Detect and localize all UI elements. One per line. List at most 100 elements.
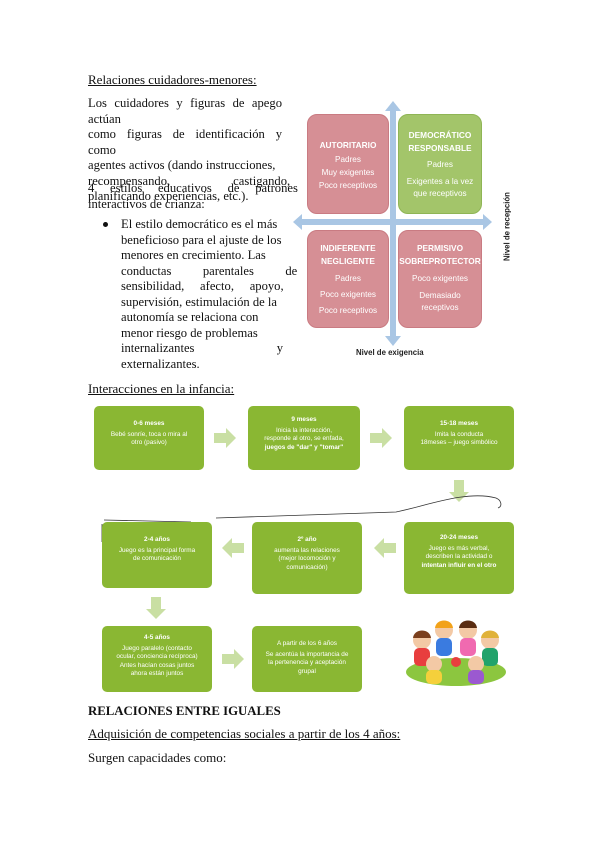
flow-text: Juego es la principal forma	[118, 546, 196, 554]
quadrant-permissive: PERMISIVO SOBREPROTECTOR Poco exigentes …	[398, 230, 482, 328]
arrow-down-icon	[385, 336, 401, 346]
flow-text: Juego es más verbal,	[428, 544, 490, 552]
bullet-line: conductas parentales de	[121, 263, 298, 278]
flow-text: Inicia la interacción,	[275, 426, 333, 434]
flow-text: otro (pasivo)	[131, 439, 167, 447]
bullet-line: sensibilidad, afecto, apoyo,	[121, 279, 284, 293]
arrow-right-icon	[222, 649, 244, 669]
arrow-down-icon	[146, 597, 166, 619]
flow-text: responde al otro, se enfada,	[264, 435, 344, 443]
paragraph-line: recompensando, castigando,	[88, 173, 291, 188]
bullet-line: menor riesgo de problemas	[121, 325, 258, 340]
flow-text: ocular, conciencia recíproca)	[116, 653, 198, 661]
quadrant-text: Poco exigentes	[320, 290, 376, 299]
paragraph-line: agentes activos (dando instrucciones,	[88, 158, 276, 172]
arrow-right-icon	[214, 428, 236, 448]
flow-box-2-4-years: 2-4 años Juego es la principal forma de …	[102, 522, 212, 588]
quadrant-title: NEGLIGENTE	[321, 256, 375, 266]
flow-title: 0-6 meses	[133, 420, 165, 427]
caregivers-paragraph: Los cuidadores y figuras de apego actúan…	[88, 96, 291, 205]
quadrant-text: Padres	[335, 274, 361, 283]
flow-box-6-years: A partir de los 6 años Se acentúa la imp…	[252, 626, 362, 692]
bullet-line: El estilo democrático es el más	[121, 217, 278, 231]
paragraph-line: planificando experiencias, etc.).	[88, 189, 249, 203]
bullet-marker	[103, 222, 108, 227]
section-subheading-competences: Adquisición de competencias sociales a p…	[88, 726, 401, 741]
flow-text: juegos de "dar" y "tomar"	[264, 443, 344, 451]
quadrant-democratic: DEMOCRÁTICO RESPONSABLE Padres Exigentes…	[398, 114, 482, 214]
flow-text: 18meses – juego simbólico	[420, 439, 498, 447]
x-axis-label: Nivel de exigencia	[356, 348, 424, 357]
quadrant-text: que receptivos	[413, 189, 467, 198]
flow-text: Bebé sonríe, toca o mira al	[110, 430, 188, 438]
vertical-axis	[390, 110, 396, 336]
flow-text: grupal	[298, 667, 316, 675]
flow-box-15-18-months: 15-18 meses Imita la conducta 18meses – …	[404, 406, 514, 470]
children-playing-illustration	[406, 620, 506, 686]
flow-text: Antes hacían cosas juntos	[119, 661, 195, 669]
flow-title: 9 meses	[291, 416, 317, 423]
flow-text: Imita la conducta	[434, 430, 484, 438]
flow-title: A partir de los 6 años	[276, 640, 338, 647]
section-heading-infancy: Interacciones en la infancia:	[88, 381, 235, 396]
bullet-line: internalizantes y externalizantes.	[121, 341, 283, 371]
arrow-left-icon	[293, 214, 302, 230]
paragraph-line: Los cuidadores y figuras de apego actúan	[88, 96, 282, 126]
flow-box-20-24-months: 20-24 meses Juego es más verbal, describ…	[404, 522, 514, 594]
arrow-left-icon	[374, 538, 396, 558]
bullet-line: beneficioso para el ajuste de los	[121, 232, 282, 247]
flow-text: aumenta las relaciones	[274, 546, 340, 554]
arrow-left-icon	[222, 538, 244, 558]
bullet-line: autonomía se relaciona con	[121, 310, 259, 324]
flow-box-2nd-year: 2º año aumenta las relaciones (mejor loc…	[252, 522, 362, 594]
quadrant-title: RESPONSABLE	[408, 143, 472, 153]
flow-title: 15-18 meses	[439, 420, 479, 427]
y-axis-label: Nivel de recepción	[502, 192, 512, 261]
arrow-up-icon	[385, 101, 401, 111]
quadrant-text: Demasiado	[419, 291, 461, 300]
quadrant-indifferent: INDIFERENTE NEGLIGENTE Padres Poco exige…	[307, 230, 389, 328]
quadrant-text: Poco receptivos	[318, 306, 378, 315]
flow-text: (mejor locomoción y	[278, 555, 336, 563]
quadrant-title: DEMOCRÁTICO	[408, 130, 472, 140]
flow-title: 2-4 años	[144, 536, 170, 543]
paragraph-line: como figuras de identificación y como	[88, 127, 282, 157]
bullet-item-democratic: El estilo democrático es el más benefici…	[121, 217, 298, 372]
arrow-right-icon	[370, 428, 392, 448]
quadrant-text: Exigentes a la vez	[406, 177, 474, 186]
flow-text: Juego paralelo (contacto	[122, 644, 192, 652]
flow-text: ahora están juntos	[130, 670, 184, 678]
bullet-line: supervisión, estimulación de la	[121, 294, 277, 309]
quadrant-title: SOBREPROTECTOR	[399, 256, 481, 266]
quadrant-text: receptivos	[421, 303, 459, 312]
quadrant-title: AUTORITARIO	[319, 140, 377, 150]
flow-title: 4-5 años	[144, 634, 170, 641]
flow-text: de comunicación	[133, 555, 181, 563]
bullet-line: menores en crecimiento. Las	[121, 248, 266, 262]
flow-text: la pertenencia y aceptación	[268, 659, 346, 667]
quadrant-text: Padres	[427, 160, 453, 169]
quadrant-text: Muy exigentes	[321, 168, 375, 177]
flow-box-0-6-months: 0-6 meses Bebé sonríe, toca o mira al ot…	[94, 406, 204, 470]
quadrant-title: PERMISIVO	[416, 243, 464, 253]
body-text-capacities: Surgen capacidades como:	[88, 750, 227, 765]
quadrant-text: Poco receptivos	[318, 181, 378, 190]
quadrant-authoritarian: AUTORITARIO Padres Muy exigentes Poco re…	[307, 114, 389, 214]
paragraph-line: interactivos de crianza:	[88, 196, 205, 211]
quadrant-title: INDIFERENTE	[320, 243, 376, 253]
section-heading-peers: RELACIONES ENTRE IGUALES	[88, 704, 281, 718]
flow-text: comunicación)	[286, 563, 328, 571]
flow-text: Se acentúa la importancia de	[265, 650, 349, 658]
arrow-right-icon	[483, 214, 492, 230]
flow-title: 20-24 meses	[439, 534, 479, 541]
styles-paragraph: 4 estilos educativos de patrones interac…	[88, 181, 298, 212]
flow-box-9-months: 9 meses Inicia la interacción, responde …	[248, 406, 360, 470]
flow-text: describen la actividad o	[425, 553, 493, 561]
flow-text: intentan influir en el otro	[421, 561, 497, 569]
quadrant-text: Poco exigentes	[412, 274, 468, 283]
quadrant-text: Padres	[335, 155, 361, 164]
paragraph-line: 4 estilos educativos de patrones	[88, 181, 298, 195]
flow-title: 2º año	[297, 536, 317, 543]
flow-box-4-5-years: 4-5 años Juego paralelo (contacto ocular…	[102, 626, 212, 692]
section-heading-caregivers: Relaciones cuidadores-menores:	[88, 72, 257, 87]
